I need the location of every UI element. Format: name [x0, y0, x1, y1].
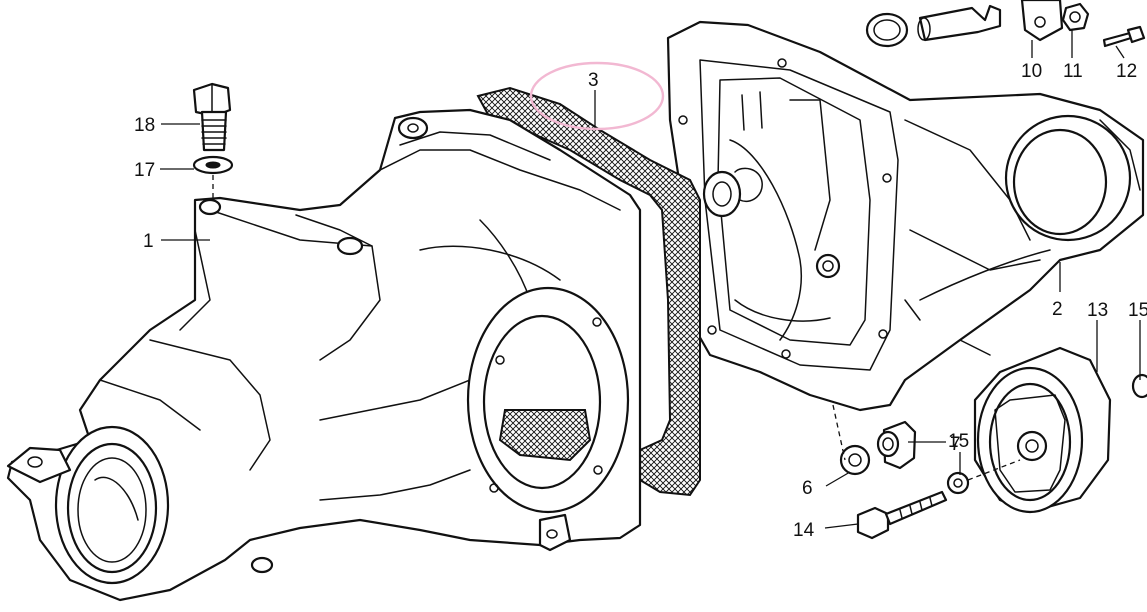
bolt-part-14	[856, 490, 948, 540]
shaft-top	[917, 4, 1002, 42]
label-part-15-center: 15	[948, 431, 969, 452]
washer-part-15-right	[1131, 373, 1147, 399]
differential-housing-part-1	[6, 108, 642, 602]
plug-part-7	[876, 420, 917, 470]
label-part-15-right: 15	[1128, 300, 1147, 321]
bolt-part-12	[1102, 25, 1146, 48]
bracket-part-10	[1020, 0, 1064, 42]
label-part-3: 3	[588, 70, 599, 91]
washer-part-17	[192, 155, 234, 175]
washer-part-6	[839, 444, 871, 476]
washer-part-15-center	[946, 471, 970, 495]
label-part-11: 11	[1063, 61, 1083, 82]
label-part-12: 12	[1116, 61, 1137, 82]
label-part-13: 13	[1087, 300, 1108, 321]
label-part-2: 2	[1052, 299, 1063, 320]
rear-cover-part-2	[666, 20, 1145, 412]
seal-ring-top	[865, 12, 909, 48]
label-part-17: 17	[134, 160, 155, 181]
nut-part-11	[1061, 2, 1090, 32]
label-part-14: 14	[793, 520, 815, 541]
label-part-6: 6	[802, 478, 813, 499]
label-part-18: 18	[134, 115, 155, 136]
highlight-circle-part-3	[529, 61, 665, 131]
label-part-7: 7	[950, 434, 961, 455]
label-part-10: 10	[1021, 61, 1042, 82]
part-number-labels: 1 2 3 6 7 10 11 12 13 14 15 15 17 18	[134, 61, 1147, 541]
label-part-1: 1	[143, 231, 154, 252]
rubber-mount-part-13	[973, 346, 1112, 514]
bolt-part-18	[192, 82, 232, 152]
leader-lines	[160, 30, 1141, 529]
